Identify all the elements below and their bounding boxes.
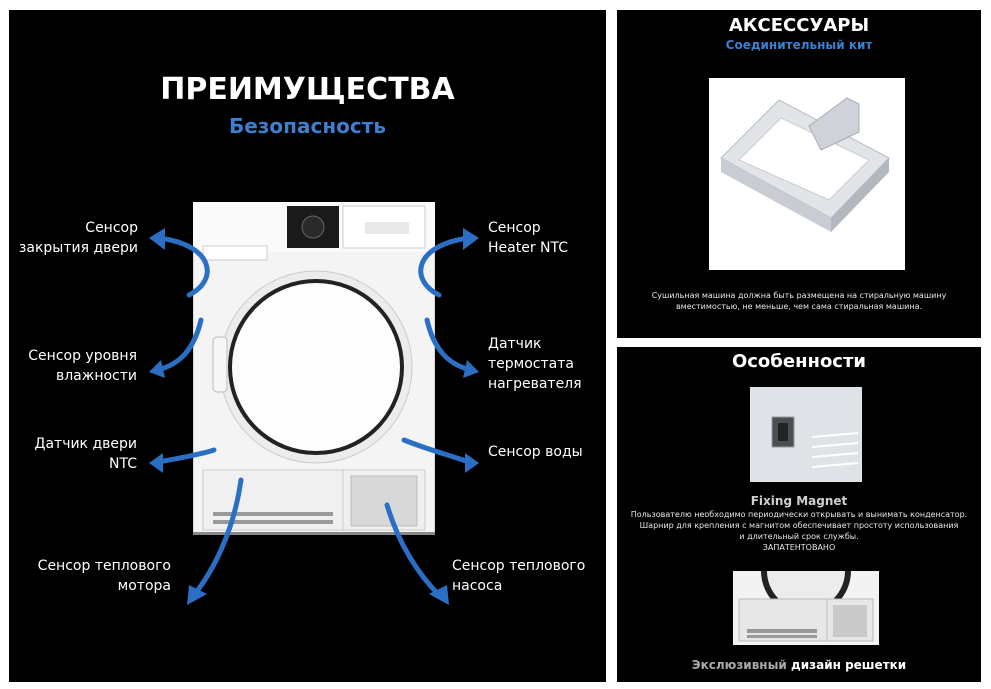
grille-caption: Экслюзивный дизайн решетки (691, 658, 907, 672)
grille-design-image (733, 571, 879, 645)
fixing-magnet-image (750, 387, 862, 482)
features-panel: Особенности Fixing Magnet Пользователю н… (617, 347, 981, 682)
dryer-image (193, 202, 435, 535)
advantages-title: ПРЕИМУЩЕСТВА (160, 72, 455, 107)
accessories-text: Сушильная машина должна быть размещена н… (651, 291, 947, 311)
connection-kit-image (709, 78, 905, 270)
fixing-magnet-text: Пользователю необходимо периодически отк… (630, 510, 968, 552)
advantages-panel: ПРЕИМУЩЕСТВА Безопасность (9, 10, 606, 682)
fixing-magnet-title: Fixing Magnet (750, 494, 848, 508)
label-water-sensor: Сенсор воды (488, 444, 583, 460)
advantages-subtitle: Безопасность (229, 114, 386, 138)
accessories-panel: АКСЕССУАРЫ Соединительный кит Сушильная … (617, 10, 981, 338)
sensor-arrows (149, 228, 479, 605)
features-title: Особенности (731, 351, 867, 372)
accessories-title: АКСЕССУАРЫ (728, 15, 870, 36)
accessories-subtitle: Соединительный кит (725, 38, 873, 52)
